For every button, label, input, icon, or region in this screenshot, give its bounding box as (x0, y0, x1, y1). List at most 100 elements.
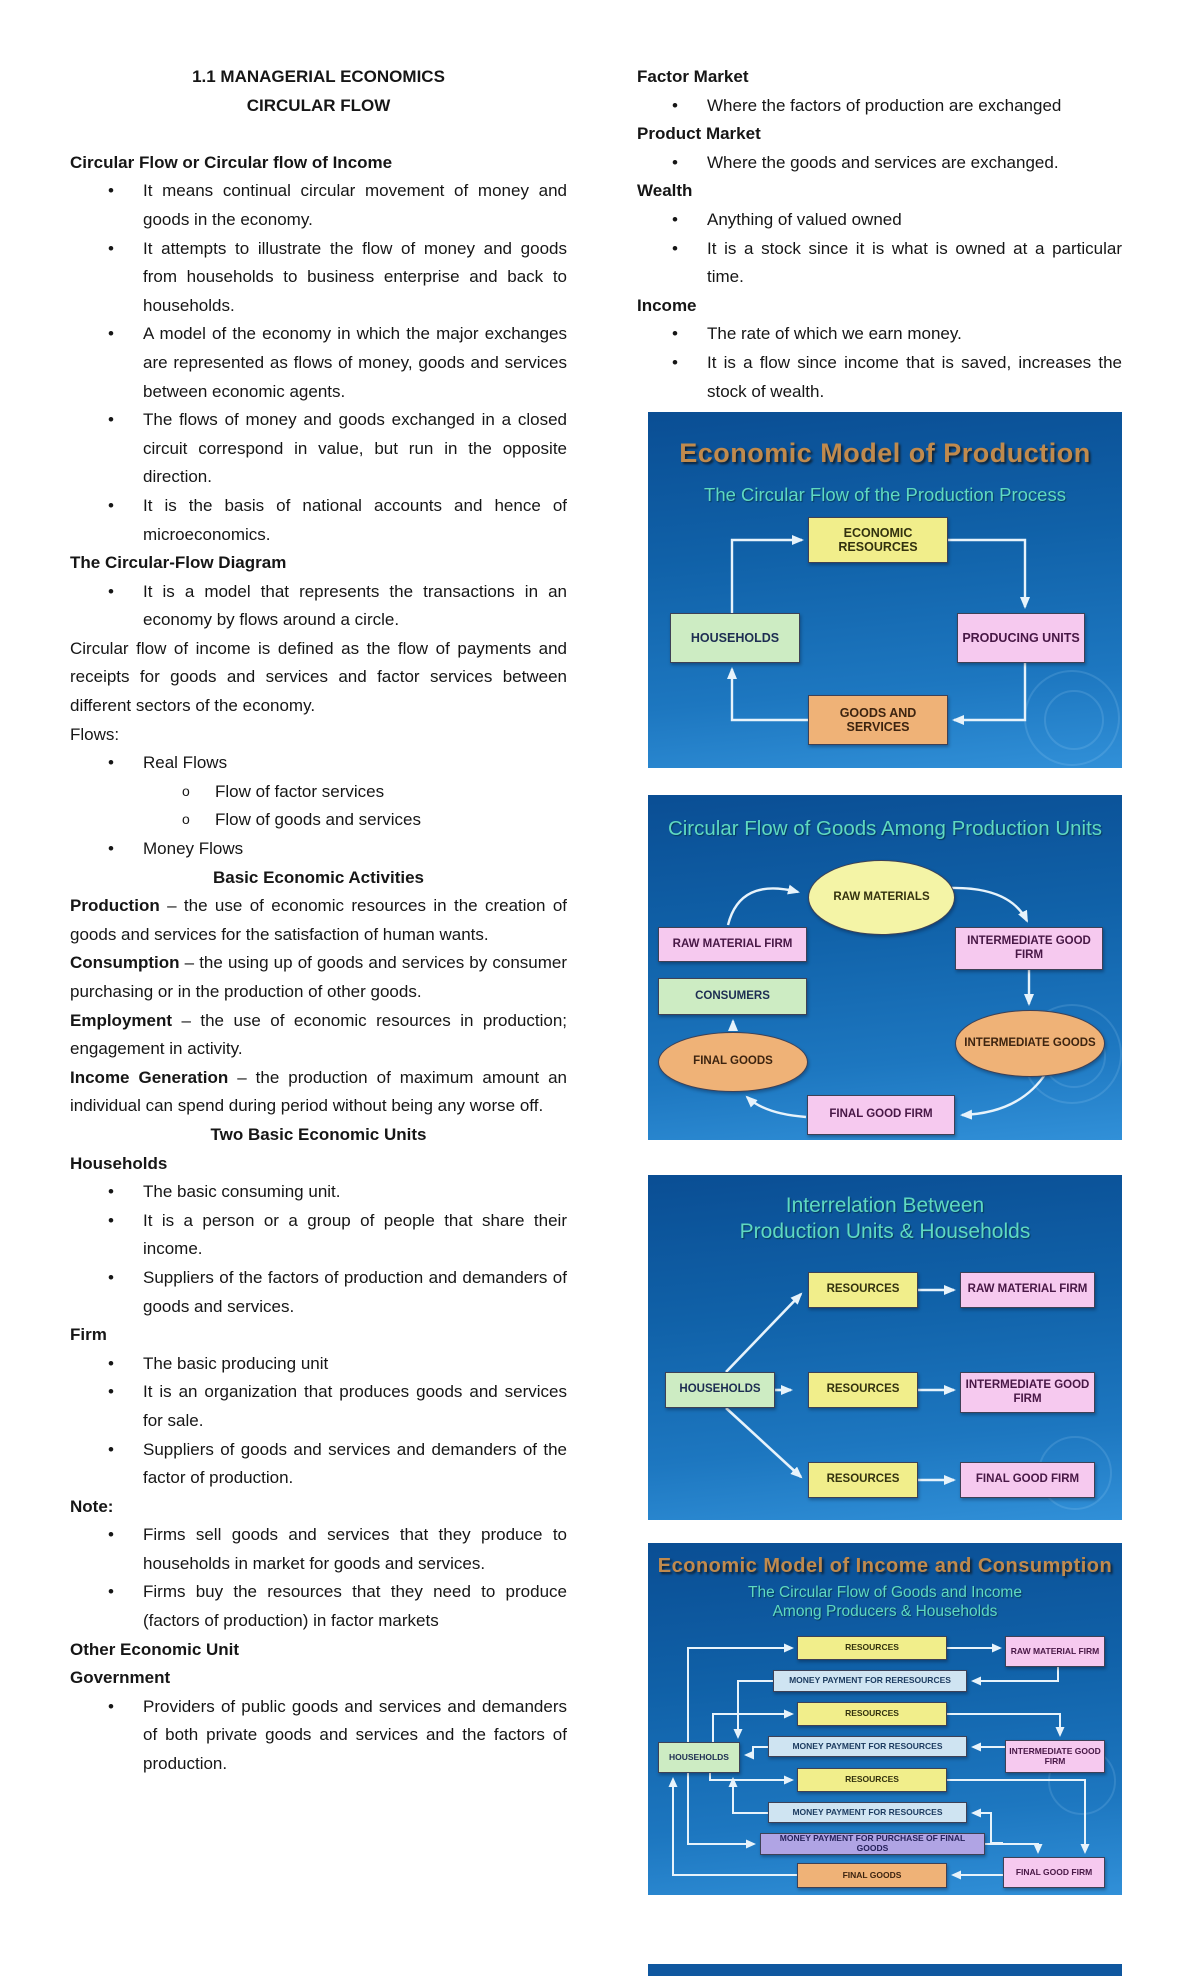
definition-consumption: Consumption – the using up of goods and … (70, 949, 567, 1006)
diagram4-subtitle-line1: The Circular Flow of Goods and Income (748, 1584, 1022, 1601)
bullet-item: The basic consuming unit. (70, 1178, 567, 1207)
term-definition: – the use of economic resources in the c… (70, 896, 567, 944)
term: Consumption (70, 953, 180, 973)
term: Employment (70, 1010, 173, 1030)
diagram2-arrows (726, 884, 1048, 1120)
node-households: HOUSEHOLDS (658, 1742, 740, 1773)
heading-circular-flow-diagram: The Circular-Flow Diagram (70, 553, 287, 573)
bullet-item: The basic producing unit (70, 1350, 567, 1379)
node-intermediate-good-firm: INTERMEDIATE GOOD FIRM (1005, 1740, 1105, 1773)
node-intermediate-good-firm: INTERMEDIATE GOOD FIRM (960, 1372, 1095, 1413)
diagram3-title-line1: Interrelation Between (785, 1194, 985, 1217)
node-raw-material-firm: RAW MATERIAL FIRM (658, 927, 807, 962)
node-resources-1: RESOURCES (808, 1272, 918, 1308)
node-resources-3: RESOURCES (808, 1462, 918, 1498)
diagram4-arrows (668, 1643, 1090, 1880)
bullet-item: It is an organization that produces good… (70, 1378, 567, 1435)
node-final-goods: FINAL GOODS (797, 1863, 947, 1888)
definition-employment: Employment – the use of economic resourc… (70, 1007, 567, 1064)
diagram1-subtitle: The Circular Flow of the Production Proc… (704, 484, 1066, 505)
node-final-good-firm: FINAL GOOD FIRM (1003, 1857, 1105, 1888)
bullet-item: It is a stock since it is what is owned … (637, 235, 1122, 292)
diagram2-title: Circular Flow of Goods Among Production … (667, 817, 1103, 840)
node-raw-materials: RAW MATERIALS (808, 860, 955, 935)
diagram-interrelation-production-households: Interrelation Between Production Units &… (648, 1175, 1122, 1520)
bullet-item: Suppliers of the factors of production a… (70, 1264, 567, 1321)
heading-income: Income (637, 295, 697, 315)
term-definition: – the use of economic resources in produ… (70, 1010, 567, 1059)
heading-government: Government (70, 1668, 171, 1688)
bullet-real-flows: Real Flows (70, 749, 567, 778)
heading-households: Households (70, 1153, 168, 1173)
heading-note: Note: (70, 1496, 114, 1516)
heading-circular-flow: Circular Flow or Circular flow of Income (70, 152, 393, 172)
bullet-item: Where the factors of production are exch… (637, 92, 1122, 121)
node-raw-material-firm: RAW MATERIAL FIRM (1005, 1636, 1105, 1667)
heading-wealth: Wealth (637, 181, 693, 201)
doc-title-line2: CIRCULAR FLOW (246, 95, 391, 115)
heading-two-basic-economic-units: Two Basic Economic Units (210, 1124, 427, 1144)
definition-production: Production – the use of economic resourc… (70, 892, 567, 949)
definition-income-generation: Income Generation – the production of ma… (70, 1064, 567, 1121)
node-households: HOUSEHOLDS (665, 1372, 775, 1408)
node-resources-2: RESOURCES (797, 1702, 947, 1726)
paragraph-definition: Circular flow of income is defined as th… (70, 638, 567, 716)
bullet-item: Firms buy the resources that they need t… (70, 1578, 567, 1635)
node-money-payment-final-goods: MONEY PAYMENT FOR PURCHASE OF FINAL GOOD… (760, 1833, 985, 1855)
bullet-item: It is a flow since income that is saved,… (637, 349, 1122, 406)
bullet-item: Where the goods and services are exchang… (637, 149, 1122, 178)
term-definition: – the using up of goods and services by … (70, 953, 567, 1001)
diagram4-title: Economic Model of Income and Consumption (657, 1555, 1113, 1577)
node-consumers: CONSUMERS (658, 978, 807, 1015)
diagram3-arrows (725, 1285, 956, 1485)
diagram1-title: Economic Model of Production (679, 438, 1091, 468)
bullet-money-flows: Money Flows (70, 835, 567, 864)
bullet-item: Suppliers of goods and services and dema… (70, 1436, 567, 1493)
bullet-item: Anything of valued owned (637, 206, 1122, 235)
node-money-payment-resources-2: MONEY PAYMENT FOR RESOURCES (768, 1802, 967, 1823)
bullet-item: The rate of which we earn money. (637, 320, 1122, 349)
flows-label: Flows: (70, 724, 120, 744)
term: Income Generation (70, 1067, 229, 1087)
node-intermediate-good-firm: INTERMEDIATE GOOD FIRM (955, 927, 1103, 970)
node-raw-material-firm: RAW MATERIAL FIRM (960, 1272, 1095, 1308)
diagram1-arrows (727, 535, 1030, 725)
node-households: HOUSEHOLDS (670, 613, 800, 663)
node-money-payment-resources-1: MONEY PAYMENT FOR RESOURCES (768, 1736, 967, 1757)
node-resources-3: RESOURCES (797, 1768, 947, 1792)
diagram3-title-line2: Production Units & Households (739, 1220, 1031, 1243)
bullet-item: A model of the economy in which the majo… (70, 320, 567, 406)
node-final-good-firm: FINAL GOOD FIRM (807, 1095, 955, 1135)
heading-other-economic-unit: Other Economic Unit (70, 1639, 240, 1659)
heading-factor-market: Factor Market (637, 67, 749, 86)
node-producing-units: PRODUCING UNITS (957, 613, 1085, 663)
left-column: 1.1 MANAGERIAL ECONOMICS CIRCULAR FLOW C… (70, 63, 567, 1779)
node-final-good-firm: FINAL GOOD FIRM (960, 1462, 1095, 1498)
heading-firm: Firm (70, 1325, 107, 1345)
term-definition: – the production of maximum amount an in… (70, 1067, 567, 1116)
node-final-goods: FINAL GOODS (658, 1032, 808, 1092)
heading-product-market: Product Market (637, 124, 761, 144)
bullet-item: It attempts to illustrate the flow of mo… (70, 235, 567, 321)
term: Production (70, 896, 160, 916)
node-goods-and-services: GOODS AND SERVICES (808, 695, 948, 745)
next-image-edge (648, 1964, 1122, 1976)
doc-title-line1: 1.1 MANAGERIAL ECONOMICS (192, 67, 445, 86)
bullet-item: Providers of public goods and services a… (70, 1693, 567, 1779)
node-resources-2: RESOURCES (808, 1372, 918, 1408)
bullet-item: It is the basis of national accounts and… (70, 492, 567, 549)
node-money-payment-reresources: MONEY PAYMENT FOR RERESOURCES (773, 1670, 967, 1692)
bullet-item: It is a person or a group of people that… (70, 1207, 567, 1264)
sub-bullet-item: Flow of goods and services (70, 805, 567, 835)
bullet-item: Firms sell goods and services that they … (70, 1521, 567, 1578)
diagram-economic-model-of-production: Economic Model of Production The Circula… (648, 412, 1122, 768)
bullet-item: It means continual circular movement of … (70, 177, 567, 234)
diagram4-subtitle-line2: Among Producers & Households (772, 1603, 998, 1620)
node-intermediate-goods: INTERMEDIATE GOODS (955, 1010, 1105, 1077)
right-column: Factor Market Where the factors of produ… (637, 63, 1122, 406)
spacer (70, 120, 567, 149)
node-resources-1: RESOURCES (797, 1636, 947, 1660)
diagram-economic-model-income-consumption: Economic Model of Income and Consumption… (648, 1543, 1122, 1895)
diagram-circular-flow-of-goods: Circular Flow of Goods Among Production … (648, 795, 1122, 1140)
